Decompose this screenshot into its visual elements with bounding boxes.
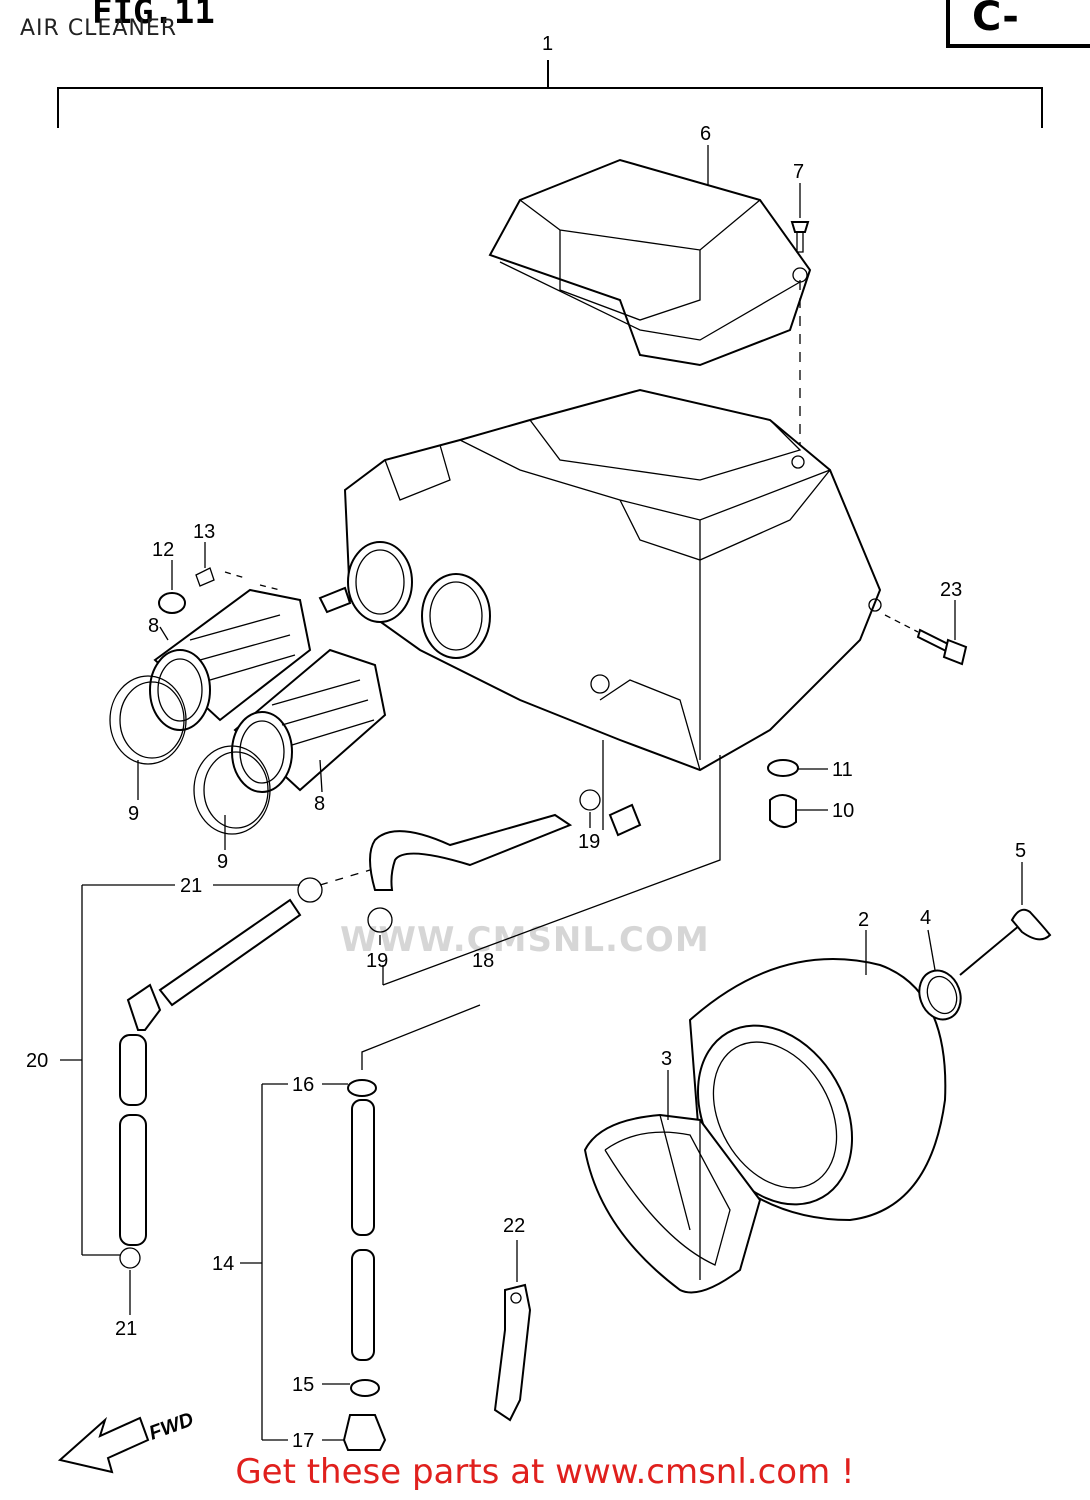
callout-15: 15 bbox=[292, 1374, 314, 1396]
air-cleaner-case bbox=[343, 388, 882, 772]
callout-8-lower: 8 bbox=[314, 793, 325, 815]
callout-19-left: 19 bbox=[366, 950, 388, 972]
callout-8-upper: 8 bbox=[148, 615, 159, 637]
callout-22: 22 bbox=[503, 1215, 525, 1237]
callout-3: 3 bbox=[661, 1048, 672, 1070]
promo-link[interactable]: Get these parts at www.cmsnl.com ! bbox=[235, 1452, 855, 1492]
clamp-upper bbox=[109, 675, 187, 765]
callout-13: 13 bbox=[193, 521, 215, 543]
filter-element bbox=[688, 958, 947, 1222]
drain-hose-20 bbox=[119, 869, 371, 1269]
clamp-lower bbox=[193, 745, 271, 835]
breather-hose bbox=[318, 586, 721, 986]
strap-22 bbox=[493, 1283, 532, 1422]
callout-17: 17 bbox=[292, 1430, 314, 1452]
callout-9-upper: 9 bbox=[128, 803, 139, 825]
page-title: AIR CLEANER bbox=[20, 16, 178, 41]
fwd-label: FWD bbox=[146, 1408, 196, 1444]
callout-14: 14 bbox=[212, 1253, 234, 1275]
assembly-bracket bbox=[57, 60, 1043, 128]
wing-bolt bbox=[959, 908, 1052, 976]
leader-lines bbox=[60, 145, 1023, 1441]
figure-label: FIG.11 bbox=[92, 0, 215, 32]
intake-pipe-lower bbox=[231, 648, 387, 793]
callout-12: 12 bbox=[152, 539, 174, 561]
filter-cage bbox=[583, 1113, 762, 1294]
clip-11 bbox=[767, 759, 799, 777]
section-box: C- bbox=[946, 0, 1090, 48]
callout-23: 23 bbox=[940, 579, 962, 601]
air-cleaner-cap bbox=[488, 158, 812, 367]
seal-ring bbox=[918, 969, 962, 1021]
callout-10: 10 bbox=[832, 800, 854, 822]
callout-20: 20 bbox=[26, 1050, 48, 1072]
callout-2: 2 bbox=[858, 909, 869, 931]
callout-6: 6 bbox=[700, 123, 711, 145]
callout-21-top: 21 bbox=[180, 875, 202, 897]
callout-4: 4 bbox=[920, 907, 931, 929]
bolt-23 bbox=[884, 614, 968, 666]
intake-pipe-upper bbox=[149, 588, 312, 731]
callout-19-right: 19 bbox=[578, 831, 600, 853]
clip-13 bbox=[195, 567, 281, 591]
callout-5: 5 bbox=[1015, 840, 1026, 862]
callout-1: 1 bbox=[542, 33, 553, 55]
plug-10 bbox=[769, 794, 797, 828]
callout-18: 18 bbox=[472, 950, 494, 972]
watermark: WWW.CMSNL.COM bbox=[340, 920, 710, 960]
drain-hose-14 bbox=[342, 1004, 481, 1451]
callout-numbers: 1 6 7 12 13 8 23 11 10 9 8 19 9 5 21 2 4… bbox=[26, 33, 1026, 1452]
cap-12 bbox=[158, 592, 186, 614]
callout-11: 11 bbox=[832, 759, 853, 781]
callout-21-bottom: 21 bbox=[115, 1318, 137, 1340]
callout-9-lower: 9 bbox=[217, 851, 228, 873]
callout-16: 16 bbox=[292, 1074, 314, 1096]
callout-7: 7 bbox=[793, 161, 804, 183]
section-label: C- bbox=[972, 0, 1019, 40]
cap-screw bbox=[790, 221, 810, 460]
